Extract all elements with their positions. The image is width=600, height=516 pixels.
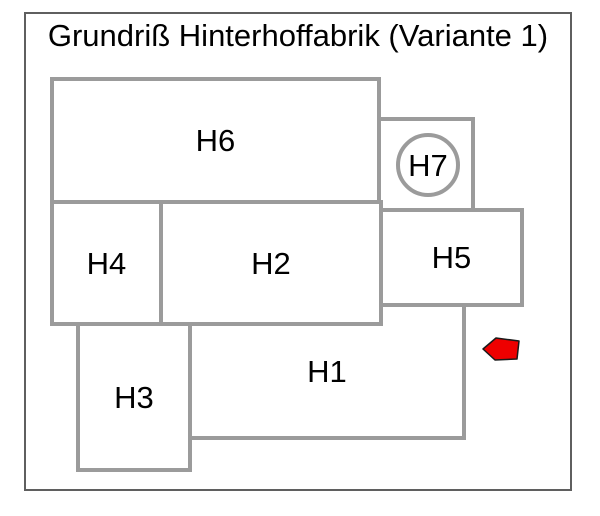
room-h4: H4 [50,200,163,326]
room-h1-text: H1 [307,353,347,389]
room-h2: H2 [159,200,383,326]
room-h4-label: H4 [86,245,127,281]
room-h6: H6 [50,77,381,204]
room-h5-label: H5 [431,240,472,275]
room-h6-label: H6 [195,123,236,158]
room-h5: H5 [379,208,524,307]
room-h2-label: H2 [251,245,291,281]
room-h3: H3 [76,322,192,472]
diagram-title: Grundriß Hinterhoffabrik (Variante 1) [47,18,549,53]
room-h7-label: H7 [408,147,448,183]
room-h7-circle: H7 [396,133,460,197]
room-h3-label: H3 [114,379,154,415]
entrance-arrow-shape [482,337,520,361]
room-h1-wall-bottom [188,436,466,440]
room-h1-label: H1 [277,351,377,391]
room-h1-wall-right [462,303,466,440]
entrance-arrow-icon [482,337,520,361]
